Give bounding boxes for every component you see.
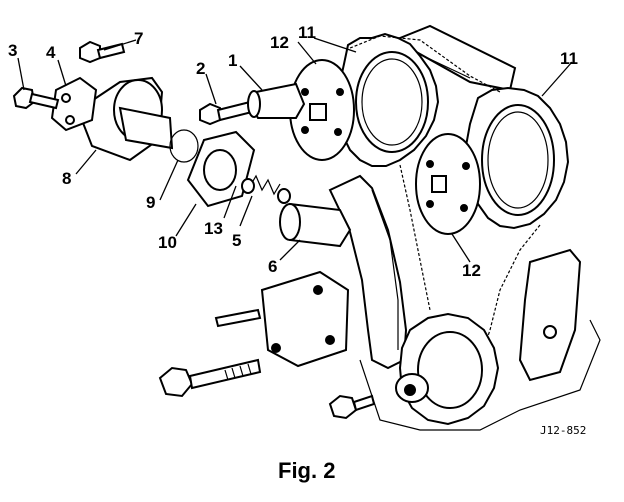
callout-3: 3 — [8, 41, 17, 60]
dowel-pin — [214, 308, 262, 328]
reference-code: J12-852 — [540, 424, 586, 437]
right-camshaft-sprocket — [465, 86, 570, 230]
crankshaft-sprocket — [395, 312, 500, 426]
callout-6: 6 — [268, 257, 277, 276]
callout-11-right: 11 — [560, 49, 578, 68]
callout-12-top: 12 — [270, 33, 289, 52]
tensioner-flange — [50, 76, 98, 132]
callout-8: 8 — [62, 169, 71, 188]
callout-9: 9 — [146, 193, 155, 212]
callout-11-left: 11 — [298, 23, 316, 42]
long-bolt — [158, 358, 262, 398]
callout-7: 7 — [134, 29, 143, 48]
short-bolt — [328, 394, 376, 420]
bolt-2 — [199, 100, 254, 126]
callout-1: 1 — [228, 51, 237, 70]
tensioner-body — [76, 76, 174, 162]
mounting-bracket — [260, 270, 350, 368]
callout-12-bottom: 12 — [462, 261, 481, 280]
callout-4: 4 — [46, 43, 56, 62]
bolt-7 — [79, 40, 126, 64]
sleeve-1 — [247, 82, 306, 119]
left-camshaft-sprocket — [337, 32, 440, 167]
callout-labels: 3 4 7 2 1 12 11 11 8 9 10 13 5 6 12 — [8, 23, 578, 280]
o-ring — [169, 129, 199, 163]
callout-13: 13 — [204, 219, 223, 238]
tensioner-plunger — [279, 202, 352, 248]
hub-plate-upper — [289, 59, 355, 161]
bolt-3 — [12, 86, 60, 110]
tensioner-spring — [241, 174, 281, 196]
front-cover-outline — [359, 319, 601, 431]
callout-2: 2 — [196, 59, 205, 78]
callout-10: 10 — [158, 233, 177, 252]
timing-chain — [349, 35, 541, 361]
hub-plate-lower — [415, 133, 481, 235]
right-chain-guide — [518, 248, 582, 382]
gasket — [186, 130, 256, 208]
check-valve — [277, 188, 291, 204]
leader-lines — [17, 37, 573, 263]
callout-5: 5 — [232, 231, 241, 250]
figure-caption: Fig. 2 — [278, 458, 335, 483]
